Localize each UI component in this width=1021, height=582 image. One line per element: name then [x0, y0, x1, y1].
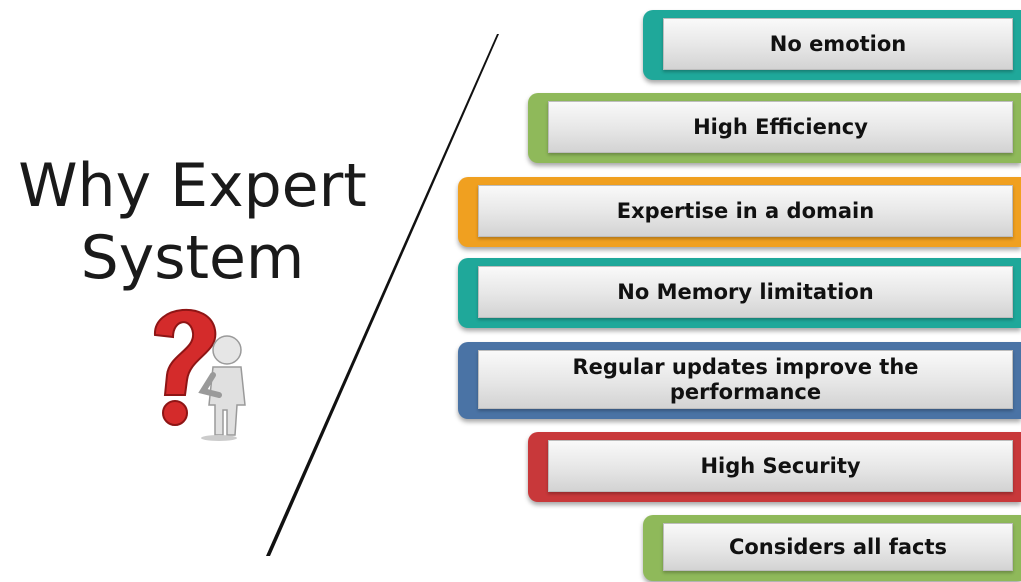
reason-box-high-security: High Security	[528, 432, 1021, 502]
reason-box-inner: Considers all facts	[663, 523, 1013, 571]
reason-box-inner: Regular updates improve the performance	[478, 350, 1013, 409]
reason-box-no-memory-limitation: No Memory limitation	[458, 258, 1021, 328]
reason-box-regular-updates: Regular updates improve the performance	[458, 342, 1021, 419]
reason-label: Regular updates improve the performance	[572, 354, 919, 404]
reason-box-expertise-in-a-domain: Expertise in a domain	[458, 177, 1021, 247]
reason-box-inner: Expertise in a domain	[478, 185, 1013, 237]
reason-label: High Security	[700, 453, 861, 478]
reason-label: High Efficiency	[693, 114, 868, 139]
reason-label: No emotion	[769, 31, 907, 56]
reason-label: Considers all facts	[728, 534, 948, 559]
reason-label: Expertise in a domain	[616, 198, 875, 223]
reason-box-inner: High Security	[548, 440, 1013, 492]
thinking-person-question-mark-icon	[153, 308, 246, 441]
reason-box-considers-all-facts: Considers all facts	[643, 515, 1021, 581]
reason-label: No Memory limitation	[617, 279, 874, 304]
title-line-2: System	[80, 223, 305, 293]
reason-box-inner: High Efficiency	[548, 101, 1013, 153]
reason-box-inner: No Memory limitation	[478, 266, 1013, 318]
title-line-1: Why Expert	[18, 151, 367, 221]
title: Why Expert System	[0, 150, 385, 294]
reason-box-high-efficiency: High Efficiency	[528, 93, 1021, 163]
reason-box-no-emotion: No emotion	[643, 10, 1021, 80]
reason-box-inner: No emotion	[663, 18, 1013, 70]
